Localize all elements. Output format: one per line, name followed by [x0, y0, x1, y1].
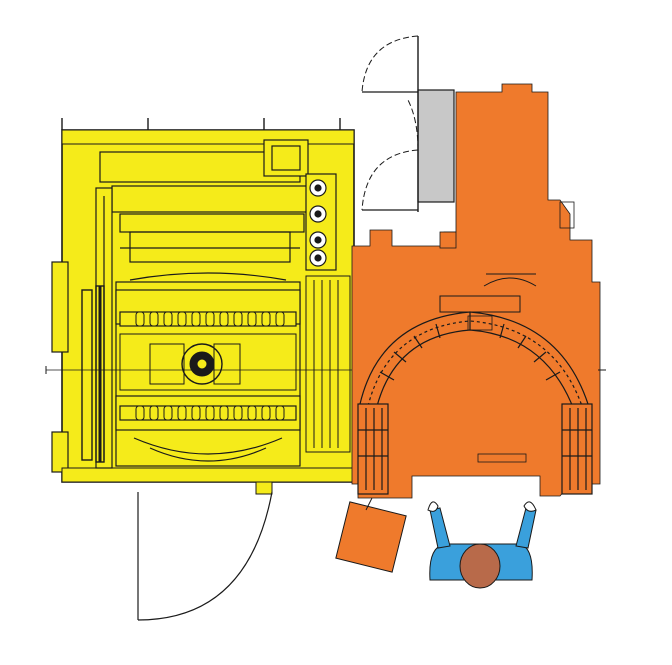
machine-bottom-connector [255, 481, 273, 495]
operator-station [351, 83, 601, 499]
operator-guard-arch [357, 311, 593, 495]
machine-roller-stack [305, 173, 337, 271]
machine-side-rails [81, 285, 105, 463]
operator-person-icon [427, 501, 537, 589]
door-swing-arc-icon [137, 491, 273, 621]
operator-control-panel [335, 497, 407, 573]
hinge-marks [45, 366, 606, 374]
machine-mold-cavities [135, 311, 285, 421]
door-panel [361, 35, 455, 212]
machine-conveyor-rail-right [305, 275, 351, 453]
machine-top-assembly [95, 139, 309, 469]
